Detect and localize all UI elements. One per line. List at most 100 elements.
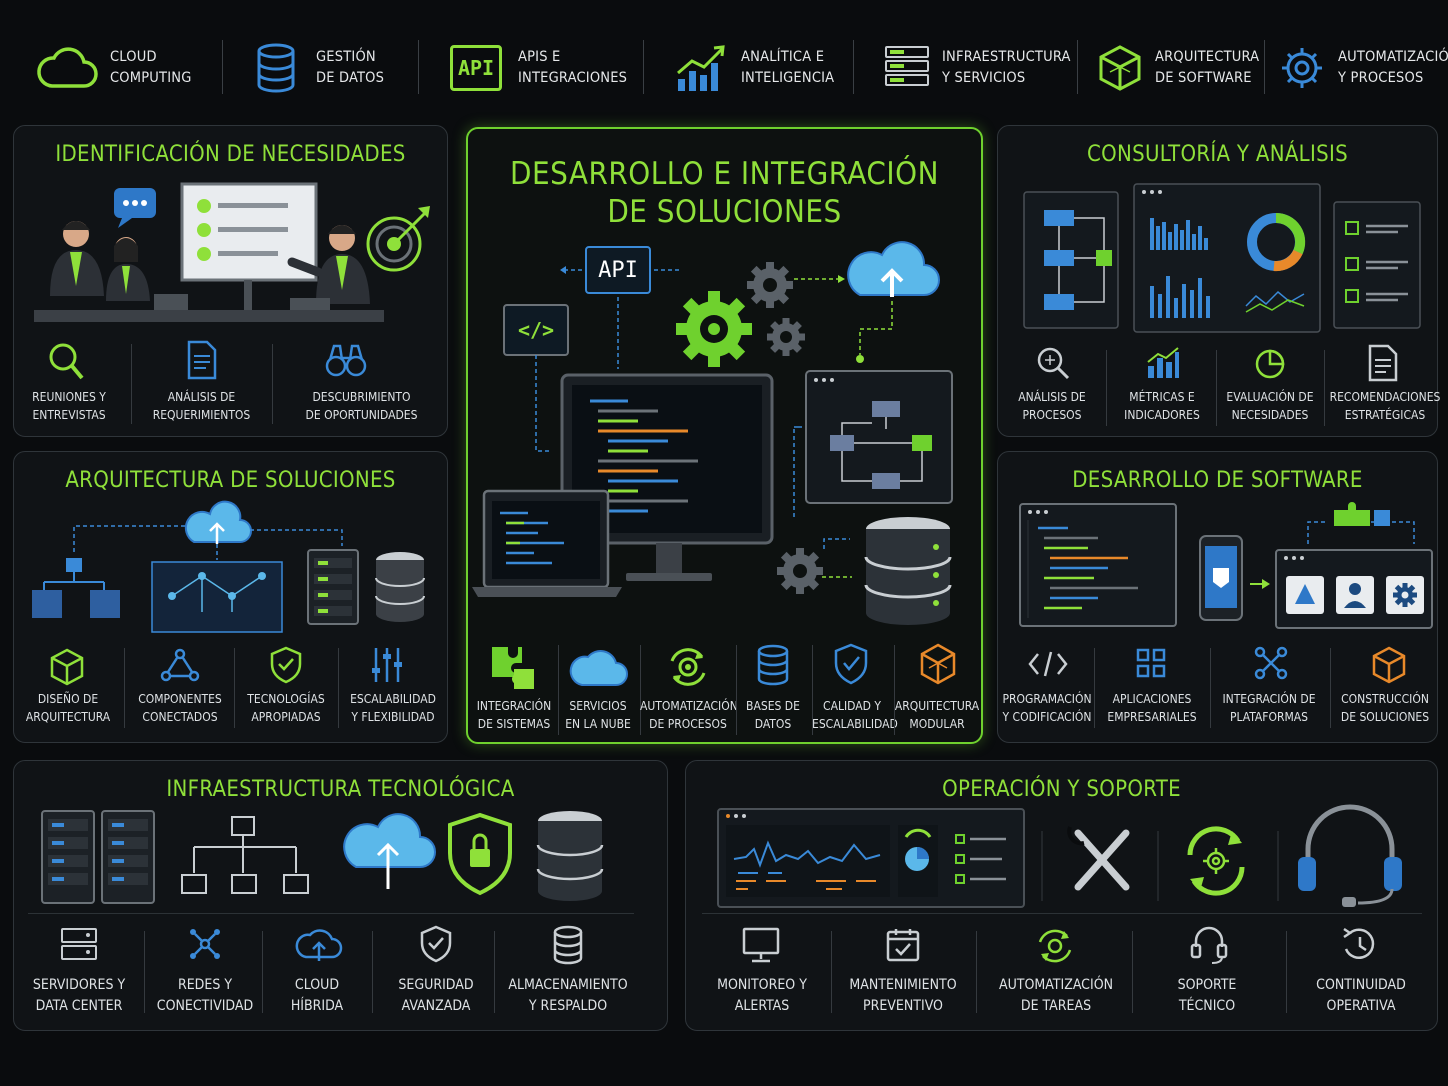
code-icon bbox=[1028, 651, 1068, 677]
top-item-label: CLOUD COMPUTING bbox=[110, 49, 192, 86]
api-box-label: API bbox=[598, 257, 638, 283]
item-soporte: SOPORTE TÉCNICO bbox=[1177, 977, 1237, 1014]
dashboard-illustration bbox=[1023, 183, 1421, 333]
sliders-icon bbox=[372, 648, 402, 682]
item-automatizacion-tareas: AUTOMATIZACIÓN DE TAREAS bbox=[998, 977, 1114, 1014]
monitor-icon bbox=[742, 927, 780, 963]
bar-chart-icon bbox=[1147, 347, 1179, 378]
item-analisis-procesos: ANÁLISIS DE PROCESOS bbox=[1018, 390, 1086, 422]
server-icon bbox=[61, 928, 97, 960]
item-bases-datos: BASES DE DATOS bbox=[746, 699, 800, 731]
operations-illustration bbox=[717, 804, 1402, 908]
top-item-arquitectura: ARQUITECTURA DE SOFTWARE bbox=[1098, 38, 1259, 98]
headset-icon bbox=[1190, 926, 1228, 964]
item-metricas: MÉTRICAS E INDICADORES bbox=[1124, 390, 1200, 422]
panel-consultoria: CONSULTORÍA Y ANÁLISIS ANÁLISIS DE PROCE… bbox=[997, 125, 1440, 437]
item-seguridad: SEGURIDAD AVANZADA bbox=[398, 977, 474, 1014]
document-icon bbox=[1368, 344, 1398, 382]
cube-icon bbox=[1372, 646, 1406, 684]
software-illustration bbox=[1019, 502, 1433, 629]
cloud-icon bbox=[569, 650, 628, 686]
item-arquitectura-modular: ARQUITECTURA MODULAR bbox=[894, 699, 980, 731]
panel-operacion: OPERACIÓN Y SOPORTE MONITOREO Y ALERTAS bbox=[685, 760, 1438, 1031]
item-automatizacion-procesos: AUTOMATIZACIÓN DE PROCESOS bbox=[640, 699, 738, 731]
shield-check-icon bbox=[834, 643, 868, 685]
item-tecnologias: TECNOLOGÍAS APROPIADAS bbox=[247, 692, 325, 724]
top-item-apis: API APIS E INTEGRACIONES bbox=[450, 38, 627, 98]
item-analisis-requerimientos: ANÁLISIS DE REQUERIMIENTOS bbox=[152, 390, 251, 422]
shield-check-icon bbox=[270, 646, 302, 684]
item-integracion-plataformas: INTEGRACIÓN DE PLATAFORMAS bbox=[1222, 692, 1316, 724]
database-icon bbox=[257, 43, 295, 93]
top-item-analitica: ANALÍTICA E INTELIGENCIA bbox=[676, 38, 834, 98]
item-servidores: SERVIDORES Y DATA CENTER bbox=[32, 977, 126, 1014]
meeting-illustration bbox=[34, 182, 430, 322]
panel-title: DESARROLLO E INTEGRACIÓN DE SOLUCIONES bbox=[510, 156, 939, 230]
search-icon bbox=[49, 343, 84, 380]
database-icon bbox=[553, 925, 583, 965]
top-item-label: ARQUITECTURA DE SOFTWARE bbox=[1155, 49, 1260, 86]
item-diseno: DISEÑO DE ARQUITECTURA bbox=[25, 692, 111, 724]
api-icon: API bbox=[450, 45, 502, 91]
panel-desarrollo-software: DESARROLLO DE SOFTWARE PROGRAMACIÓN Y CO… bbox=[997, 451, 1438, 743]
item-evaluacion: EVALUACIÓN DE NECESIDADES bbox=[1226, 390, 1314, 422]
puzzle-icon bbox=[492, 647, 534, 689]
top-item-label: APIS E INTEGRACIONES bbox=[518, 49, 628, 86]
gear-cycle-icon bbox=[670, 648, 706, 686]
top-item-infraestructura: INFRAESTRUCTURA Y SERVICIOS bbox=[884, 38, 1071, 98]
top-item-cloud-computing: CLOUD COMPUTING bbox=[37, 38, 192, 98]
code-icon: </> bbox=[517, 318, 555, 342]
item-redes: REDES Y CONECTIVIDAD bbox=[156, 977, 254, 1014]
panel-title: DESARROLLO DE SOFTWARE bbox=[1072, 468, 1363, 493]
binoculars-icon bbox=[325, 344, 367, 377]
shield-check-icon bbox=[420, 925, 452, 963]
magnifier-chart-icon bbox=[1037, 347, 1070, 380]
item-cloud-hibrida: CLOUD HÍBRIDA bbox=[290, 977, 344, 1014]
item-reuniones: REUNIONES Y ENTREVISTAS bbox=[32, 390, 106, 422]
panel-desarrollo-integracion: DESARROLLO E INTEGRACIÓN DE SOLUCIONES bbox=[466, 127, 983, 744]
calendar-check-icon bbox=[886, 929, 920, 962]
database-icon bbox=[757, 644, 789, 686]
pie-chart-icon bbox=[1255, 349, 1285, 379]
item-construccion: CONSTRUCCIÓN DE SOLUCIONES bbox=[1340, 692, 1430, 724]
item-monitoreo: MONITOREO Y ALERTAS bbox=[717, 977, 807, 1014]
item-recomendaciones: RECOMENDACIONES ESTRATÉGICAS bbox=[1329, 390, 1441, 422]
panel-title: INFRAESTRUCTURA TECNOLÓGICA bbox=[166, 777, 515, 802]
gear-cycle-icon bbox=[1038, 929, 1072, 963]
cube-icon bbox=[50, 648, 84, 686]
app-grid-icon bbox=[1136, 648, 1166, 678]
item-descubrimiento: DESCUBRIMIENTO DE OPORTUNIDADES bbox=[305, 390, 418, 422]
item-continuidad: CONTINUIDAD OPERATIVA bbox=[1316, 977, 1406, 1014]
panel-title: ARQUITECTURA DE SOLUCIONES bbox=[65, 468, 396, 493]
clock-cycle-icon bbox=[1343, 927, 1375, 959]
panel-title: IDENTIFICACIÓN DE NECESIDADES bbox=[55, 142, 406, 167]
document-icon bbox=[187, 340, 217, 380]
item-calidad: CALIDAD Y ESCALABILIDAD bbox=[812, 699, 898, 731]
integration-nodes-icon bbox=[1254, 646, 1288, 680]
item-integracion-sistemas: INTEGRACIÓN DE SISTEMAS bbox=[476, 699, 552, 731]
panel-title: CONSULTORÍA Y ANÁLISIS bbox=[1087, 142, 1348, 167]
panel-title: OPERACIÓN Y SOPORTE bbox=[942, 777, 1181, 802]
item-aplicaciones: APLICACIONES EMPRESARIALES bbox=[1107, 692, 1197, 724]
analytics-chart-icon bbox=[677, 45, 725, 91]
infrastructure-illustration bbox=[41, 810, 604, 904]
network-nodes-icon bbox=[160, 648, 200, 682]
network-icon bbox=[190, 929, 220, 959]
architecture-illustration bbox=[32, 500, 425, 633]
item-mantenimiento: MANTENIMIENTO PREVENTIVO bbox=[849, 977, 957, 1014]
item-almacenamiento: ALMACENAMIENTO Y RESPALDO bbox=[508, 977, 628, 1014]
item-escalabilidad: ESCALABILIDAD Y FLEXIBILIDAD bbox=[350, 692, 436, 724]
server-rack-icon bbox=[885, 46, 929, 86]
cloud-upload-icon bbox=[295, 929, 343, 961]
top-item-label: GESTIÓN DE DATOS bbox=[316, 49, 385, 86]
item-servicios-nube: SERVICIOS EN LA NUBE bbox=[565, 699, 631, 731]
gear-icon bbox=[1282, 48, 1322, 88]
cube-icon bbox=[1099, 45, 1141, 91]
item-programacion: PROGRAMACIÓN Y CODIFICACIÓN bbox=[1002, 692, 1092, 724]
top-item-gestion-datos: GESTIÓN DE DATOS bbox=[256, 38, 384, 98]
top-item-label: AUTOMATIZACIÓN Y PROCESOS bbox=[1338, 49, 1448, 86]
panel-infraestructura: INFRAESTRUCTURA TECNOLÓGICA SERVIDORES Y… bbox=[13, 760, 668, 1031]
cloud-icon bbox=[37, 47, 98, 88]
panel-identificacion: IDENTIFICACIÓN DE NECESIDADES REUNIONES … bbox=[13, 125, 448, 437]
integration-illustration bbox=[472, 241, 953, 625]
